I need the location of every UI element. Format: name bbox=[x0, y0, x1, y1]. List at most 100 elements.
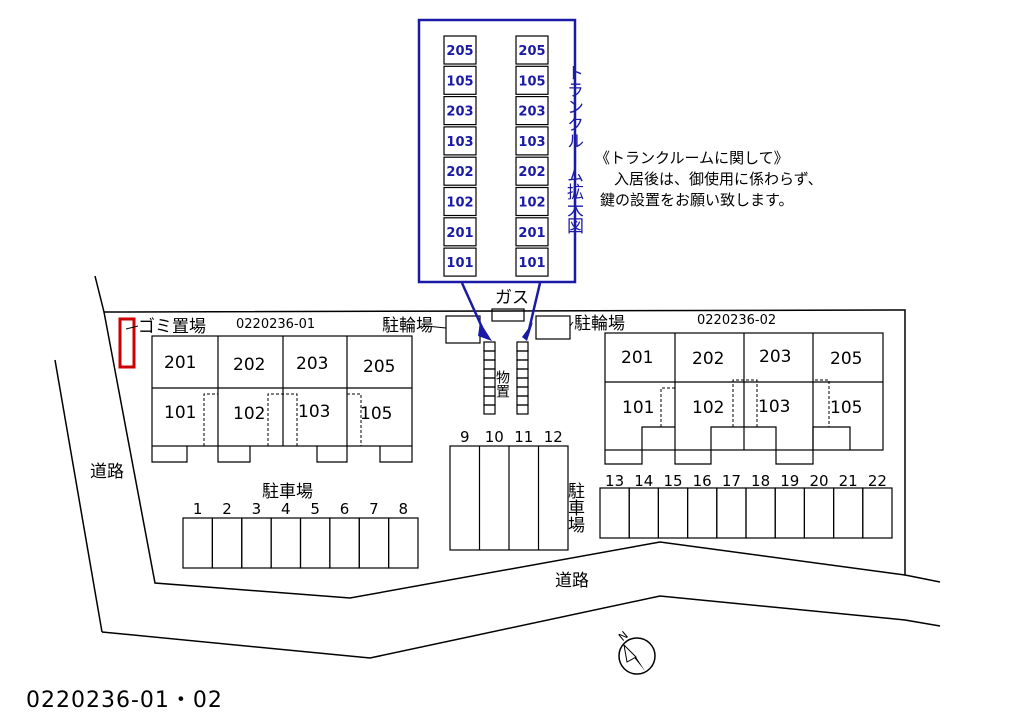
left-unit-203: 203 bbox=[296, 354, 328, 374]
gas-label: ガス bbox=[495, 288, 529, 308]
trunk-right-label-101: 101 bbox=[518, 256, 545, 271]
parking-left-number-8: 8 bbox=[399, 500, 409, 518]
parking-left-space-4 bbox=[270, 517, 302, 569]
trunk-right-label-103: 103 bbox=[518, 135, 545, 150]
parking-right-space-21 bbox=[832, 487, 864, 539]
parking-right-space-16 bbox=[686, 487, 718, 539]
road-bottom-label: 道路 bbox=[555, 571, 589, 591]
store-right-locker bbox=[516, 386, 529, 397]
parking-left-label: 駐車場 bbox=[262, 482, 313, 502]
store-right-locker bbox=[516, 359, 529, 370]
storage-left bbox=[483, 341, 496, 415]
trunk-left-box-201 bbox=[443, 217, 477, 247]
parking-right-number-15: 15 bbox=[663, 472, 682, 490]
note-line-3: 鍵の設置をお願い致します。 bbox=[600, 191, 794, 209]
left-unit-103: 103 bbox=[298, 402, 330, 422]
trunk-left-label-201: 201 bbox=[446, 226, 473, 241]
trunk-right-box-105 bbox=[515, 65, 549, 95]
parking-left-space-8 bbox=[388, 517, 419, 569]
parking-right-number-13: 13 bbox=[605, 472, 624, 490]
parking-left-space-7 bbox=[358, 517, 390, 569]
parking-right-label: 駐車場 bbox=[564, 482, 585, 534]
parking-right-number-22: 22 bbox=[868, 472, 887, 490]
note-line-1: 《トランクルームに関して》 bbox=[595, 149, 789, 167]
left-unit-105: 105 bbox=[360, 404, 392, 424]
trunk-room-callout bbox=[417, 18, 577, 284]
storage-right bbox=[516, 341, 529, 415]
trunk-left-box-202 bbox=[443, 156, 477, 186]
store-right-locker bbox=[516, 350, 529, 361]
storage-label: 物置 bbox=[494, 370, 510, 398]
trunk-right-label-202: 202 bbox=[518, 165, 545, 180]
parking-right-space-14 bbox=[628, 487, 660, 539]
road-left-label: 道路 bbox=[90, 462, 124, 482]
trunk-right-label-201: 201 bbox=[518, 226, 545, 241]
trunk-room-title: トランクルーム拡大図 bbox=[563, 64, 584, 234]
parking-center bbox=[449, 445, 569, 551]
gas-box bbox=[491, 308, 525, 322]
trunk-right-box-202 bbox=[515, 156, 549, 186]
trunk-left-box-203 bbox=[443, 95, 477, 126]
parking-right bbox=[599, 487, 893, 539]
right-unit-202: 202 bbox=[692, 349, 724, 369]
store-left-locker bbox=[483, 404, 496, 415]
trunk-right-box-201 bbox=[515, 217, 549, 247]
right-unit-201: 201 bbox=[621, 348, 653, 368]
parking-center-number-12: 12 bbox=[544, 428, 563, 446]
parking-right-number-19: 19 bbox=[780, 472, 799, 490]
left-unit-201: 201 bbox=[164, 353, 196, 373]
trunk-left-label-105: 105 bbox=[446, 74, 473, 89]
trunk-right-box-203 bbox=[515, 95, 549, 126]
parking-left-space-6 bbox=[329, 517, 360, 569]
trunk-right-label-203: 203 bbox=[518, 105, 545, 120]
parking-right-number-21: 21 bbox=[839, 472, 858, 490]
svg-text:N: N bbox=[616, 629, 631, 644]
trunk-left-box-103 bbox=[443, 126, 477, 156]
trunk-right-box-103 bbox=[515, 126, 549, 156]
trunk-left-box-101 bbox=[443, 247, 477, 277]
building-left bbox=[151, 335, 413, 463]
building-right bbox=[604, 332, 884, 465]
trunk-left-box-102 bbox=[443, 186, 477, 217]
building-left-dashed bbox=[203, 393, 362, 446]
trunk-right-box-102 bbox=[515, 186, 549, 217]
parking-right-number-17: 17 bbox=[722, 472, 741, 490]
store-right-locker bbox=[516, 341, 529, 352]
trunk-left-label-203: 203 bbox=[446, 105, 473, 120]
store-right-locker bbox=[516, 395, 529, 406]
parking-center-number-9: 9 bbox=[460, 428, 470, 446]
parking-left-number-3: 3 bbox=[252, 500, 262, 518]
right-unit-102: 102 bbox=[692, 398, 724, 418]
parking-left-space-1 bbox=[182, 517, 213, 569]
bike-left-label: 駐輪場 bbox=[382, 316, 433, 336]
parking-left-number-4: 4 bbox=[281, 500, 291, 518]
right-unit-205: 205 bbox=[830, 349, 862, 369]
parking-right-space-19 bbox=[774, 487, 806, 539]
left-unit-205: 205 bbox=[363, 357, 395, 377]
parking-left-number-1: 1 bbox=[193, 500, 203, 518]
trunk-right-label-205: 205 bbox=[518, 44, 545, 59]
parking-left-space-3 bbox=[241, 517, 272, 569]
bike-area-right bbox=[535, 315, 571, 340]
parking-right-space-13 bbox=[599, 487, 630, 539]
right-unit-103: 103 bbox=[758, 397, 790, 417]
parking-left-number-2: 2 bbox=[222, 500, 232, 518]
left-unit-102: 102 bbox=[233, 404, 265, 424]
building-right-dashed bbox=[660, 379, 830, 427]
building-left-code: 0220236-01 bbox=[236, 317, 315, 332]
building-right-code: 0220236-02 bbox=[697, 313, 776, 328]
parking-center-number-11: 11 bbox=[514, 428, 533, 446]
note-line-2: 入居後は、御使用に係わらず、 bbox=[614, 170, 823, 188]
store-right-locker bbox=[516, 404, 529, 415]
garbage-label: ゴミ置場 bbox=[138, 316, 206, 337]
parking-right-number-14: 14 bbox=[634, 472, 653, 490]
trunk-right-label-102: 102 bbox=[518, 196, 545, 211]
parking-right-number-20: 20 bbox=[809, 472, 828, 490]
trunk-left-box-205 bbox=[443, 35, 477, 65]
site-boundary bbox=[54, 275, 941, 659]
trunk-left-label-102: 102 bbox=[446, 196, 473, 211]
store-left-locker bbox=[483, 350, 496, 361]
parking-right-space-20 bbox=[803, 487, 835, 539]
